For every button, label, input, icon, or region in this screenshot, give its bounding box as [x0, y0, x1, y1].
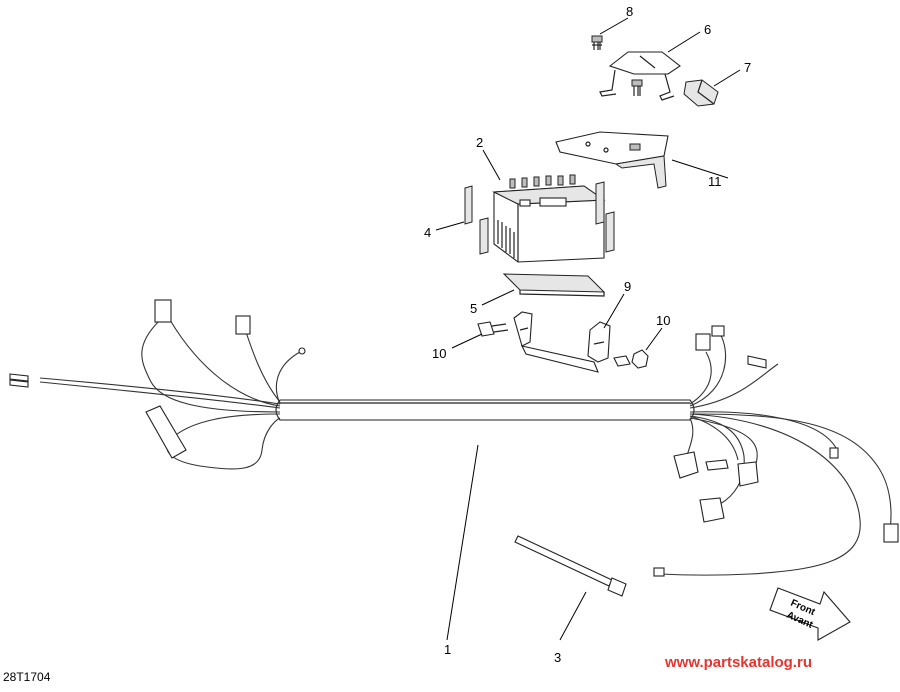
- battery-support-11: [555, 131, 669, 189]
- battery-2: [492, 174, 606, 263]
- callout-1: 1: [444, 642, 451, 657]
- callout-11: 11: [708, 174, 722, 189]
- callout-9: 9: [624, 279, 631, 294]
- cable-tie-3: [514, 535, 627, 597]
- callout-5: 5: [470, 301, 477, 316]
- callout-10-right: 10: [656, 313, 670, 328]
- wiring-harness-1: [9, 299, 899, 577]
- figure-code: 28T1704: [3, 670, 51, 684]
- callout-8: 8: [626, 4, 633, 19]
- callout-7: 7: [744, 60, 751, 75]
- nut-10-right: [613, 349, 649, 369]
- callout-3: 3: [554, 650, 561, 665]
- support-bracket-6: [599, 51, 681, 101]
- battery-terminals: [509, 174, 576, 189]
- bolt-10-left: [477, 321, 509, 337]
- strap-9: [513, 311, 611, 373]
- callout-2: 2: [476, 135, 483, 150]
- callout-4: 4: [424, 225, 431, 240]
- screw-bracket: [631, 79, 643, 96]
- battery-pad-5: [502, 273, 606, 297]
- leader-lines: [435, 17, 741, 641]
- screw-8: [591, 35, 603, 50]
- foam-block-4-right: [595, 181, 615, 253]
- pad-7: [683, 79, 719, 107]
- front-direction-arrow: Front Avant: [769, 587, 851, 641]
- watermark: www.partskatalog.ru: [665, 654, 812, 671]
- foam-block-4-left: [464, 185, 489, 255]
- callout-6: 6: [704, 22, 711, 37]
- callout-10-left: 10: [432, 346, 446, 361]
